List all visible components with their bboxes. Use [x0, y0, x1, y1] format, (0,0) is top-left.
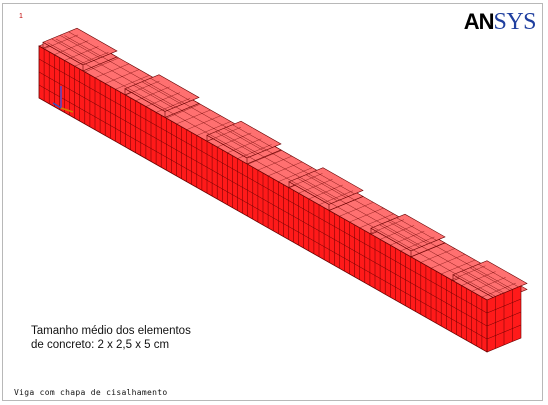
logo-part-an: AN — [463, 9, 495, 34]
window-number: 1 — [19, 13, 23, 20]
logo-part-sys: SYS — [493, 9, 536, 35]
beam-elements — [38, 27, 528, 353]
beam-mesh-model[interactable] — [3, 4, 543, 401]
ansys-logo: ANSYS — [463, 9, 537, 35]
model-title: Viga com chapa de cisalhamento — [14, 388, 168, 397]
annotation-line-2: de concreto: 2 x 2,5 x 5 cm — [31, 339, 170, 351]
graphics-window[interactable]: 1 ANSYS Tamanho médio dos elementos de c… — [2, 3, 543, 401]
annotation-line-1: Tamanho médio dos elementos — [31, 325, 191, 337]
mesh-size-annotation: Tamanho médio dos elementos de concreto:… — [31, 324, 191, 352]
xyz-triad-icon — [52, 86, 74, 113]
